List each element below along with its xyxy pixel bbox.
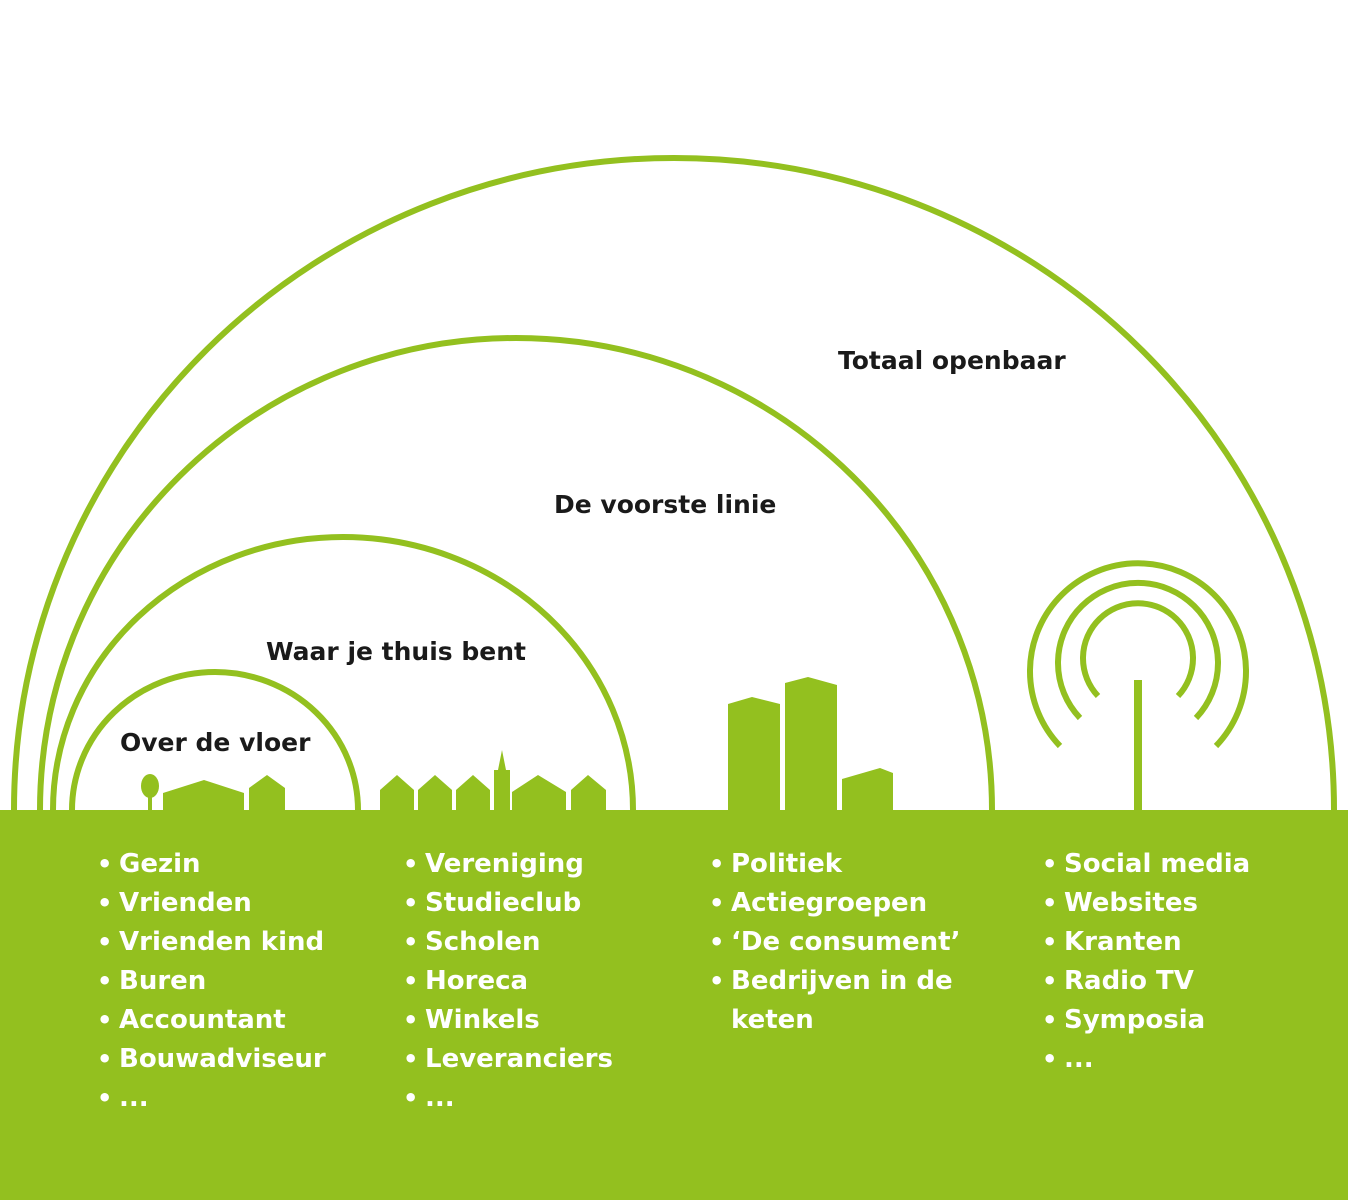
label-totaal-openbaar: Totaal openbaar <box>838 346 1066 375</box>
list-item: Kranten <box>1042 923 1250 962</box>
list-de-voorste-linie: Politiek Actiegroepen ‘De consument’ Bed… <box>709 845 979 1040</box>
list-item: Social media <box>1042 845 1250 884</box>
list-item: Horeca <box>403 962 613 1001</box>
arc-totaal-openbaar <box>11 155 1337 811</box>
list-item: ... <box>97 1079 326 1118</box>
list-item: Actiegroepen <box>709 884 979 923</box>
list-item: Bouwadviseur <box>97 1040 326 1079</box>
label-waar-je-thuis-bent: Waar je thuis bent <box>266 637 526 666</box>
list-item: ... <box>403 1079 613 1118</box>
list-item: Bedrijven in de keten <box>709 962 979 1040</box>
list-item: Vrienden <box>97 884 326 923</box>
list-item: ... <box>1042 1040 1250 1079</box>
list-item: ‘De consument’ <box>709 923 979 962</box>
list-item: Politiek <box>709 845 979 884</box>
list-item: Winkels <box>403 1001 613 1040</box>
label-over-de-vloer: Over de vloer <box>120 728 311 757</box>
list-item: Websites <box>1042 884 1250 923</box>
list-item: Radio TV <box>1042 962 1250 1001</box>
list-item: Vrienden kind <box>97 923 326 962</box>
broadcast-antenna-icon <box>1027 560 1249 811</box>
list-over-de-vloer: Gezin Vrienden Vrienden kind Buren Accou… <box>97 845 326 1118</box>
office-towers-icon <box>728 677 893 811</box>
list-item: Gezin <box>97 845 326 884</box>
list-item: Vereniging <box>403 845 613 884</box>
list-waar-je-thuis-bent: Vereniging Studieclub Scholen Horeca Win… <box>403 845 613 1118</box>
arc-thuis <box>50 534 636 811</box>
list-item: Symposia <box>1042 1001 1250 1040</box>
arc-over-de-vloer <box>69 669 361 811</box>
list-item: Leveranciers <box>403 1040 613 1079</box>
village-church-icon <box>380 750 606 811</box>
list-item: Accountant <box>97 1001 326 1040</box>
list-item: Studieclub <box>403 884 613 923</box>
list-item: Scholen <box>403 923 613 962</box>
list-totaal-openbaar: Social media Websites Kranten Radio TV S… <box>1042 845 1250 1079</box>
houses-icon <box>163 775 285 811</box>
list-item: Buren <box>97 962 326 1001</box>
label-de-voorste-linie: De voorste linie <box>554 490 777 519</box>
arc-voorste-linie <box>37 335 995 811</box>
tree-icon <box>141 774 159 811</box>
